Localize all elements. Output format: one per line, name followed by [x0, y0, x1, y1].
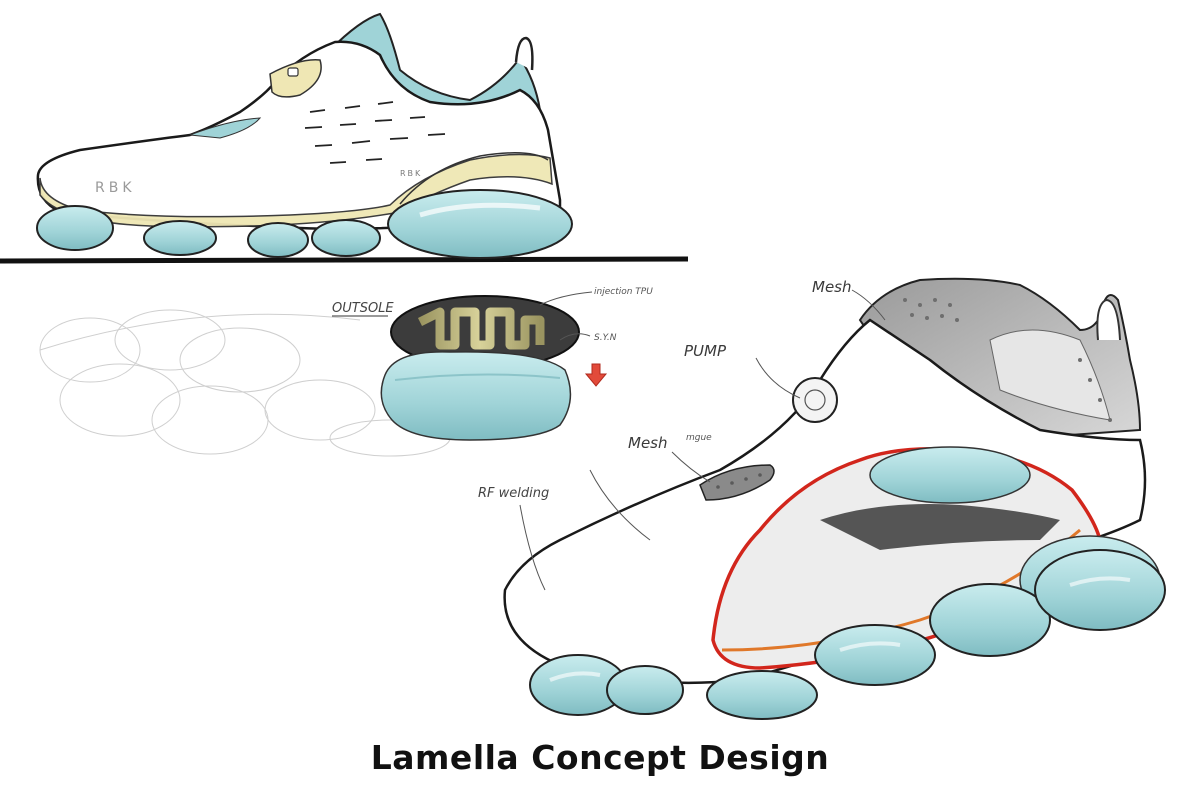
down-arrow-icon	[584, 363, 608, 387]
side-logo: RBK	[95, 180, 136, 196]
ground-line	[0, 256, 689, 264]
outsole-label: OUTSOLE	[332, 301, 394, 316]
three-quarter-view-shoe: Mesh PUMP Mesh mgue RF welding	[478, 277, 1166, 720]
rf-welding-label: RF welding	[478, 486, 549, 501]
syn-label: S.Y.N	[594, 333, 617, 343]
injection-tpu-label: injection TPU	[594, 287, 653, 297]
mesh-upper-label: Mesh	[812, 278, 852, 296]
band-logo: RBK	[400, 169, 422, 178]
page-title: Lamella Concept Design	[370, 738, 830, 777]
mesh-tongue-label: Mesh	[628, 434, 668, 452]
outsole-detail: OUTSOLE injection TPU S.Y.N	[332, 287, 653, 441]
pump-label: PUMP	[684, 342, 727, 360]
mesh-tongue-note: mgue	[686, 433, 712, 443]
side-view-shoe: RBK RBK	[0, 12, 689, 264]
